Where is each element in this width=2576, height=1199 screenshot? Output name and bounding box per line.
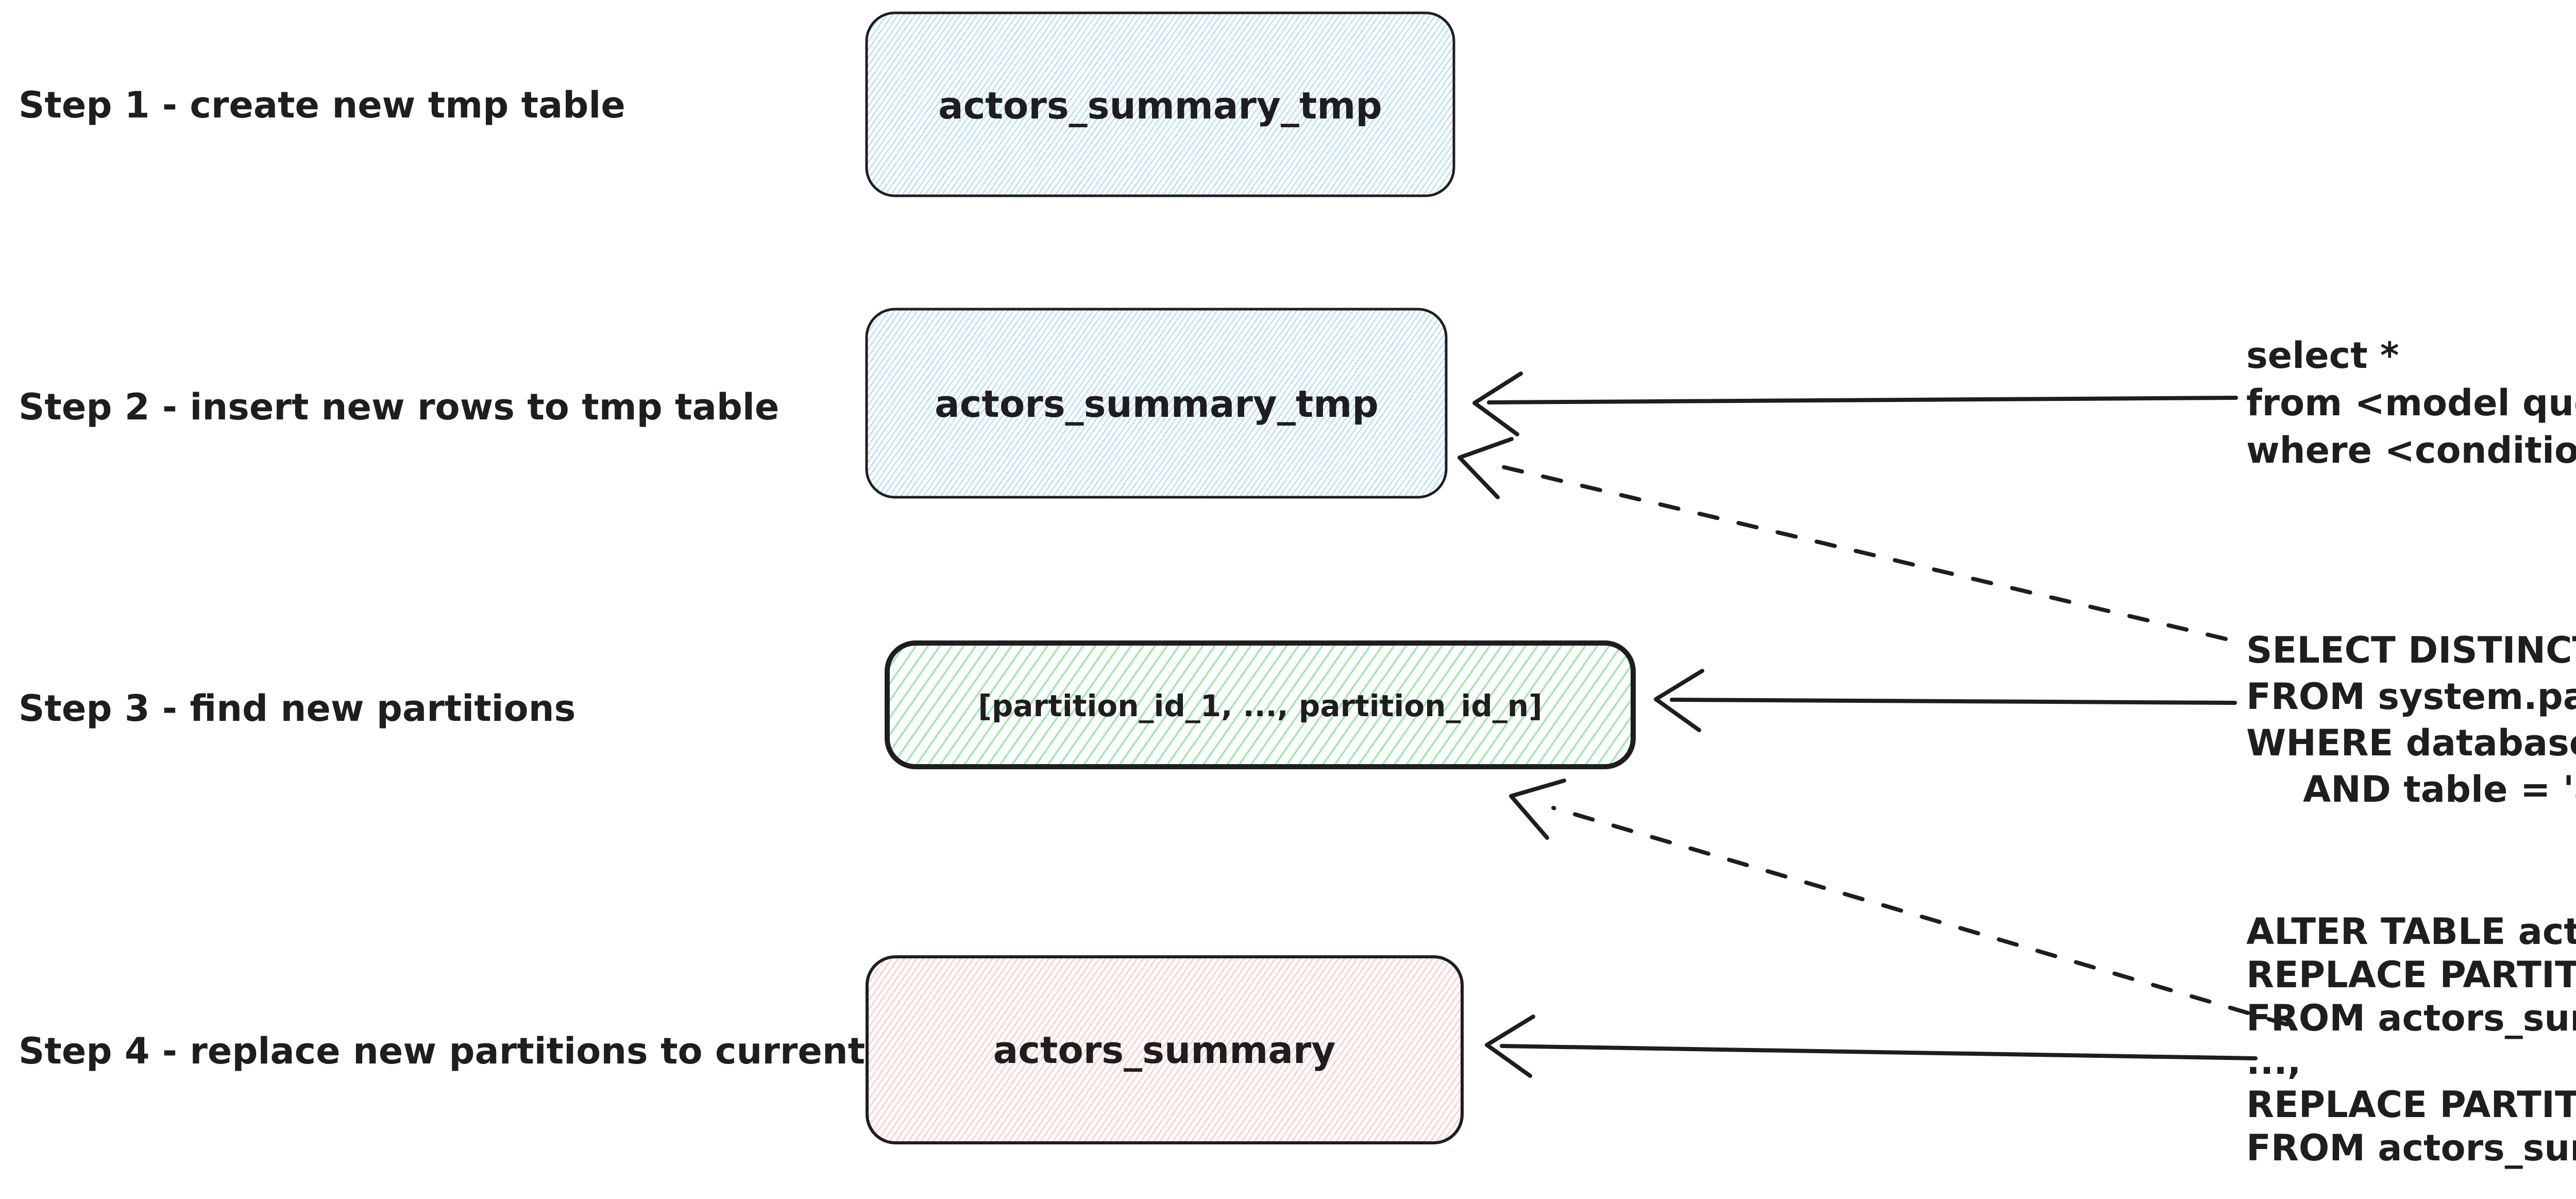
arrow-dashed-partitions-query-to-tmp-table <box>1458 437 2228 641</box>
sql-line: SELECT DISTINCT partition_id <box>2246 629 2576 671</box>
sql-block-partitions-query: SELECT DISTINCT partition_id FROM system… <box>2246 629 2576 810</box>
sql-line: REPLACE PARTITION partition_id_n <box>2246 1084 2576 1126</box>
step-3-label: Step 3 - find new partitions <box>19 687 575 730</box>
sql-block-replace-query: ALTER TABLE actors_summary REPLACE PARTI… <box>2246 910 2576 1169</box>
sql-line: FROM actors_summary_tmp, <box>2246 1127 2576 1169</box>
step-4-label: Step 4 - replace new partitions to curre… <box>19 1030 865 1072</box>
node-box-partition-list <box>885 640 1636 769</box>
sql-line: WHERE database = <database> <box>2246 722 2576 764</box>
sql-line: from <model query> <box>2246 382 2576 424</box>
node-label-partition-list: [partition_id_1, ..., partition_id_n] <box>978 688 1542 723</box>
step-2-label: Step 2 - insert new rows to tmp table <box>19 386 779 428</box>
node-box-tmp-table-step2 <box>865 308 1448 499</box>
arrow-replace-query-to-summary-table <box>1485 1015 2258 1078</box>
sql-line: ..., <box>2246 1040 2301 1083</box>
sql-line: AND table = 'actors_summary_tmp' <box>2303 768 2576 810</box>
arrow-partitions-query-to-partition-list <box>1654 669 2237 732</box>
node-label-tmp-table-step1: actors_summary_tmp <box>938 84 1382 127</box>
sql-block-insert-query: select * from <model query> where <condi… <box>2246 334 2576 471</box>
node-label-tmp-table-step2: actors_summary_tmp <box>935 382 1379 426</box>
node-box-tmp-table-step1 <box>865 11 1455 197</box>
sql-line: select * <box>2246 334 2399 377</box>
arrow-dashed-replace-query-to-partition-list <box>1509 779 2289 1026</box>
sql-line: FROM system.parts <box>2246 676 2576 718</box>
sql-line: REPLACE PARTITION partition_id_1 <box>2246 954 2576 996</box>
node-box-summary-table <box>866 955 1464 1144</box>
sql-line: where <condition to identify new> <box>2246 429 2576 471</box>
step-1-label: Step 1 - create new tmp table <box>19 84 625 126</box>
node-label-summary-table: actors_summary <box>993 1028 1336 1072</box>
arrow-insert-query-to-tmp-table <box>1472 371 2238 436</box>
sql-line: FROM actors_summary_tmp, <box>2246 997 2576 1039</box>
sql-line: ALTER TABLE actors_summary <box>2246 910 2576 953</box>
